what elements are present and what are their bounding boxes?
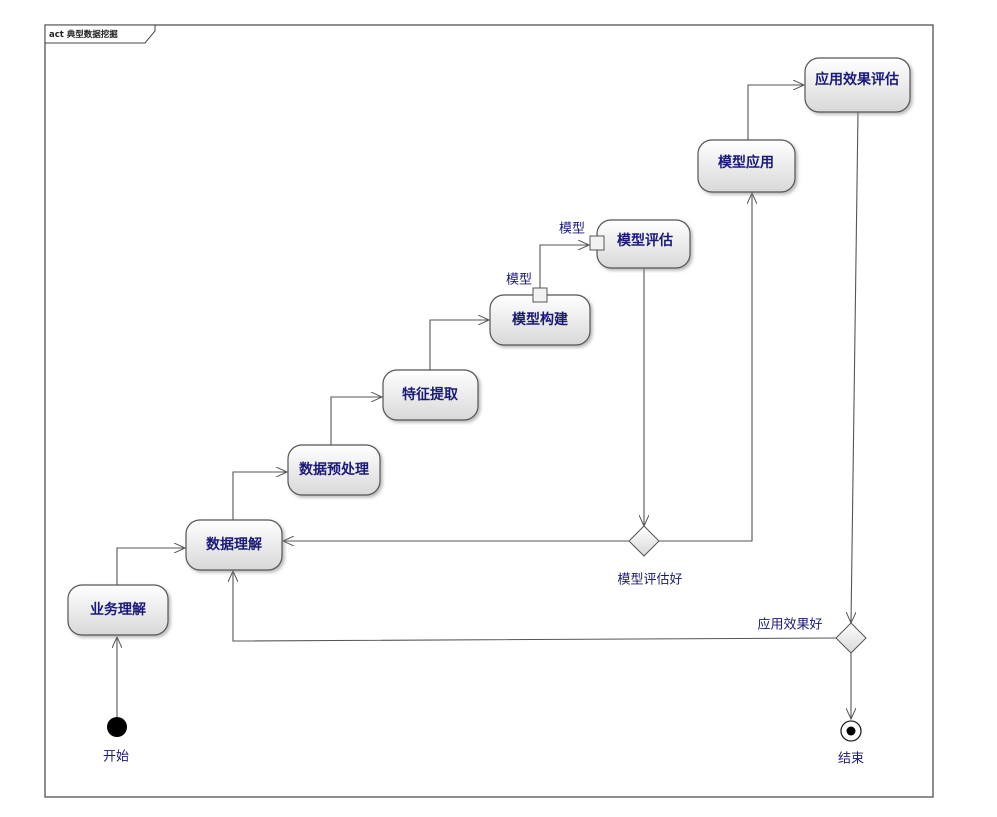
svg-text:模型构建: 模型构建: [512, 311, 568, 328]
activity-evaluate[interactable]: 模型评估: [596, 219, 691, 269]
frame-tab: [44, 24, 156, 44]
edge-decision-apply: [659, 193, 752, 542]
activity-feature[interactable]: 特征提取: [382, 369, 479, 421]
edge-preprocess-feature: [330, 397, 382, 445]
edge-build-evaluate: [539, 245, 589, 288]
edge-applyeval-decision: [851, 111, 859, 623]
edge-business-data: [116, 548, 185, 585]
edges: [116, 85, 859, 719]
frame-title: act 典型数据挖掘: [49, 29, 118, 40]
output-pin-label: 模型: [506, 273, 532, 288]
output-pin[interactable]: [532, 287, 548, 303]
svg-text:数据预处理: 数据预处理: [299, 461, 369, 478]
activity-business[interactable]: 业务理解: [67, 584, 169, 636]
activity-data-understanding[interactable]: 数据理解: [185, 519, 283, 571]
input-pin[interactable]: [589, 235, 605, 251]
svg-text:特征提取: 特征提取: [402, 386, 459, 403]
svg-text:数据理解: 数据理解: [206, 536, 262, 553]
decision-apply-good-label: 应用效果好: [757, 617, 822, 633]
svg-text:模型应用: 模型应用: [718, 154, 774, 171]
activity-apply[interactable]: 模型应用: [697, 139, 796, 193]
start-node[interactable]: [107, 717, 127, 737]
decision-model-good-label: 模型评估好: [617, 573, 682, 588]
activity-preprocess[interactable]: 数据预处理: [287, 444, 381, 496]
input-pin-label: 模型: [559, 222, 585, 237]
svg-text:应用效果评估: 应用效果评估: [815, 71, 899, 88]
activity-apply-eval[interactable]: 应用效果评估: [804, 57, 911, 113]
start-label: 开始: [103, 750, 129, 765]
edge-feature-build: [429, 320, 489, 370]
edge-decision2-data: [233, 571, 837, 642]
edge-apply-applyeval: [747, 85, 804, 140]
decision-model-good[interactable]: [628, 525, 660, 557]
end-node-inner: [846, 726, 856, 736]
edge-data-preprocess: [232, 472, 287, 520]
decision-apply-good[interactable]: [835, 622, 867, 654]
svg-text:模型评估: 模型评估: [617, 232, 673, 249]
diagram-frame: [44, 24, 934, 798]
svg-text:业务理解: 业务理解: [90, 601, 146, 618]
end-label: 结束: [838, 752, 864, 767]
